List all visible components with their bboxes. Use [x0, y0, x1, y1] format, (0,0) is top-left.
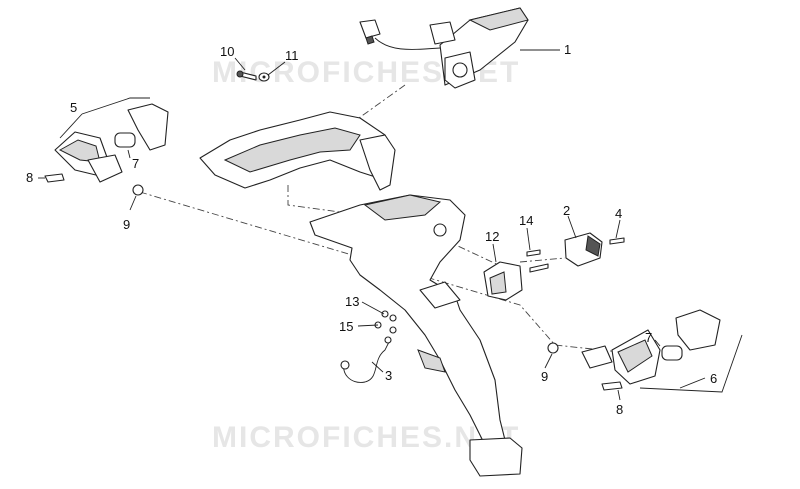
callout-7-right: 7 [645, 330, 652, 345]
callout-7-left: 7 [132, 156, 139, 171]
rear-undertray [199, 111, 396, 191]
screw-and-washer [236, 70, 270, 82]
callout-9-left: 9 [123, 217, 130, 232]
callout-2: 2 [563, 203, 570, 218]
callout-8-right: 8 [616, 402, 623, 417]
callout-14: 14 [519, 213, 533, 228]
plate-light-2 [564, 232, 603, 267]
left-indicator [44, 103, 169, 196]
callout-8-left: 8 [26, 170, 33, 185]
callout-leaders [38, 49, 743, 401]
screw-4 [609, 237, 625, 245]
callout-6: 6 [710, 371, 717, 386]
callout-9-right: 9 [541, 369, 548, 384]
callout-10: 10 [220, 44, 234, 59]
callout-labels: 1 2 3 4 5 6 7 7 8 8 9 9 10 11 12 13 14 1… [26, 42, 717, 417]
callout-11: 11 [285, 48, 299, 63]
screw-14 [526, 249, 549, 273]
watermark-bottom: MICROFICHES.NET [212, 421, 520, 454]
license-plate-holder [309, 194, 523, 477]
callout-3: 3 [385, 368, 392, 383]
tail-light-assembly [359, 7, 529, 89]
bracket-12 [483, 261, 523, 301]
callout-15: 15 [339, 319, 353, 334]
callout-4: 4 [615, 206, 622, 221]
callout-1: 1 [564, 42, 571, 57]
right-indicator [547, 309, 721, 391]
callout-13: 13 [345, 294, 359, 309]
fasteners-13-15 [374, 310, 397, 334]
callout-12: 12 [485, 229, 499, 244]
callout-5: 5 [70, 100, 77, 115]
wiring-harness-3 [340, 336, 392, 383]
